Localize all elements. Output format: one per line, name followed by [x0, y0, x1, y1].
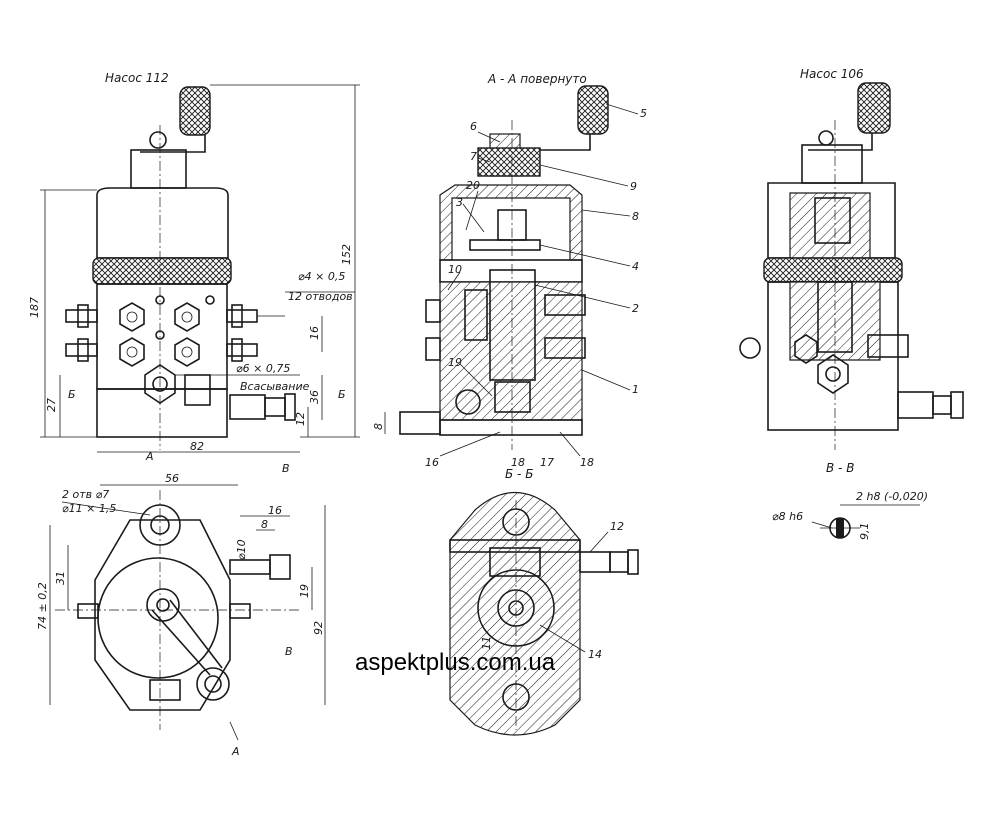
dim-31: 31 — [54, 571, 67, 585]
handle-knob — [179, 86, 211, 136]
dim-91: 9,1 — [858, 523, 871, 541]
callout-17: 18 — [580, 456, 594, 469]
pump-112-title: Насос 112 — [105, 71, 169, 85]
callout-16: 17 — [540, 456, 554, 469]
dim-16b: 16 — [268, 504, 282, 517]
dim-187: 187 — [28, 297, 41, 318]
callout-11: 11 — [480, 636, 493, 650]
callout-6: 6 — [470, 120, 477, 133]
callout-3: 3 — [456, 196, 463, 209]
suction-fitting — [229, 394, 266, 420]
callout-1: 1 — [632, 383, 639, 396]
top-view-body — [97, 557, 219, 679]
callout-20: 20 — [466, 179, 480, 192]
section-v-v: В - В ⌀8 h6 2 h8 (-0,020) 9,1 — [772, 461, 928, 540]
callout-5: 5 — [640, 107, 647, 120]
callout-7: 7 — [470, 150, 477, 163]
callout-18: 18 — [511, 456, 525, 469]
callout-14: 14 — [588, 648, 602, 661]
callout-4: 4 — [632, 260, 639, 273]
note-suction: Всасывание — [240, 380, 310, 393]
dim-82: 82 — [190, 440, 204, 453]
knurled-ring — [92, 257, 232, 285]
pump-112-top-view: 74 ± 0,2 31 92 19 56 16 8 ⌀10 2 отв ⌀7 ⌀… — [36, 472, 326, 758]
note-holes-2: 2 отв ⌀7 — [62, 488, 109, 501]
dim-8: 8 — [372, 423, 385, 430]
dim-56: 56 — [165, 472, 179, 485]
callout-12: 12 — [610, 520, 624, 533]
pump-body — [96, 283, 228, 390]
dim-27: 27 — [45, 398, 58, 412]
section-mark-v-top: В — [282, 462, 290, 475]
dim-36: 36 — [308, 390, 321, 404]
suction-nut — [144, 364, 176, 404]
watermark: aspektplus.com.ua — [355, 649, 556, 676]
pump-106-view: Насос 106 — [739, 67, 964, 450]
section-mark-a-top: А — [145, 450, 154, 463]
section-a-a: А - А повернуто 6 7 20 3 10 19 5 — [372, 72, 647, 469]
pump-106-title: Насос 106 — [800, 67, 864, 81]
section-mark-b-left: Б — [68, 388, 76, 401]
dim-d10: ⌀10 — [235, 539, 248, 560]
dim-d8h6: ⌀8 h6 — [772, 510, 803, 523]
callout-8: 8 — [632, 210, 639, 223]
dim-152: 152 — [340, 244, 353, 265]
housing-cut — [439, 281, 583, 421]
section-mark-a-bottom: А — [231, 745, 240, 758]
callout-15: 16 — [425, 456, 439, 469]
dim-16: 16 — [308, 326, 321, 340]
callout-2: 2 — [632, 302, 639, 315]
dim-2h8: 2 h8 (-0,020) — [856, 490, 928, 503]
section-bb-body — [449, 491, 581, 736]
section-mark-v-bottom: В — [285, 645, 293, 658]
callout-9: 9 — [630, 180, 637, 193]
section-vv-title: В - В — [826, 461, 854, 475]
dim-74: 74 ± 0,2 — [36, 582, 49, 630]
callout-10: 10 — [448, 263, 462, 276]
oil-reservoir — [96, 187, 229, 259]
note-outlets: 12 отводов — [288, 290, 353, 303]
note-m11: ⌀11 × 1,5 — [62, 502, 116, 515]
pump-112-front-view: Насос 112 — [28, 71, 360, 475]
crank-arm — [140, 135, 206, 153]
outlet-fittings — [65, 295, 285, 367]
section-aa-title: А - А повернуто — [487, 72, 587, 86]
note-holes-04: ⌀4 × 0,5 — [298, 270, 345, 283]
dim-19: 19 — [298, 584, 311, 598]
note-d6: ⌀6 × 0,75 — [236, 362, 290, 375]
callout-19: 19 — [448, 356, 462, 369]
section-mark-b-right: Б — [338, 388, 346, 401]
dim-12: 12 — [294, 412, 307, 426]
dim-8b: 8 — [261, 518, 268, 531]
section-bb-title: Б - Б — [505, 467, 533, 481]
dim-92: 92 — [312, 621, 325, 635]
section-b-b: Б - Б 12 11 14 — [449, 467, 639, 736]
